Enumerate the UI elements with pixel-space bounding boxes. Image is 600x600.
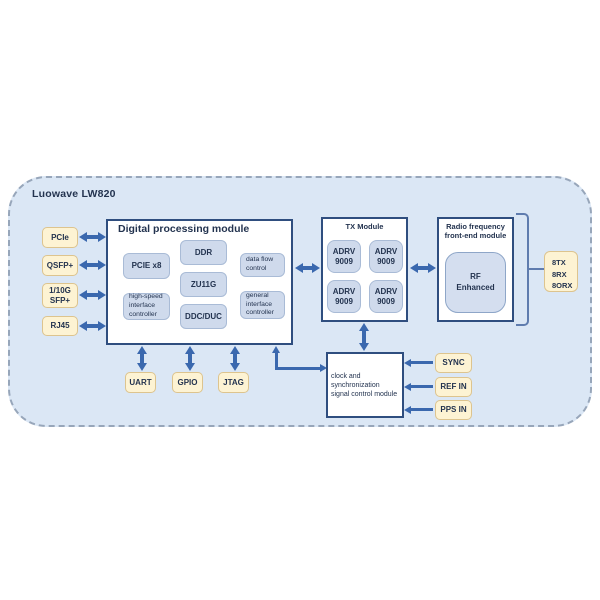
chip-adrv9009-4: ADRV 9009	[369, 280, 403, 313]
digital-tx-arrow-icon	[295, 263, 320, 273]
port-rf-channels: 8TX 8RX 8ORX	[544, 251, 578, 292]
rj45-arrow-icon	[79, 321, 106, 331]
tx-module-title: TX Module	[345, 222, 384, 231]
port-pcie: PCIe	[42, 227, 78, 248]
chip-general-interface-controller: general interface controller	[240, 291, 285, 319]
jtag-arrow-icon	[230, 346, 240, 371]
clock-sync-module	[326, 352, 404, 418]
chip-zu11g: ZU11G	[180, 272, 227, 297]
rf-port-8orx: 8ORX	[552, 281, 573, 290]
chip-high-speed-interface-controller: high-speed interface controller	[123, 293, 170, 320]
clock-sync-module-label: clock and synchronization signal control…	[331, 373, 398, 399]
port-gpio: GPIO	[172, 372, 203, 393]
port-rj45: RJ45	[42, 316, 78, 336]
chip-adrv9009-1: ADRV 9009	[327, 240, 361, 273]
rf-port-8tx: 8TX	[552, 258, 566, 267]
port-sync: SYNC	[435, 353, 472, 373]
chip-pcie-x8: PCIE x8	[123, 253, 170, 279]
port-qsfp: QSFP+	[42, 255, 78, 276]
refin-arrow-icon	[404, 382, 435, 391]
chip-ddc-duc: DDC/DUC	[180, 304, 227, 329]
tx-clock-arrow-icon	[359, 323, 369, 351]
uart-arrow-icon	[137, 346, 147, 371]
chip-adrv9009-2: ADRV 9009	[369, 240, 403, 273]
port-sfp: 1/10G SFP+	[42, 283, 78, 308]
ppsin-arrow-icon	[404, 405, 435, 414]
chip-ddr: DDR	[180, 240, 227, 265]
port-pps-in: PPS IN	[435, 400, 472, 420]
sfp-arrow-icon	[79, 290, 106, 300]
chip-data-flow-control: data flow control	[240, 253, 285, 277]
port-uart: UART	[125, 372, 156, 393]
diagram-title: Luowave LW820	[32, 188, 116, 200]
port-jtag: JTAG	[218, 372, 249, 393]
qsfp-arrow-icon	[79, 260, 106, 270]
chip-rf-enhanced: RF Enhanced	[445, 252, 506, 313]
chip-adrv9009-3: ADRV 9009	[327, 280, 361, 313]
rf-front-end-module-title: Radio frequency front-end module	[444, 222, 507, 241]
rf-ports-bracket-tick-icon	[529, 268, 544, 270]
port-ref-in: REF IN	[435, 377, 472, 397]
rf-port-8rx: 8RX	[552, 269, 567, 279]
sync-arrow-icon	[404, 358, 435, 367]
gpio-arrow-icon	[185, 346, 195, 371]
tx-rf-arrow-icon	[410, 263, 436, 273]
pcie-arrow-icon	[79, 232, 106, 242]
digital-processing-module-title: Digital processing module	[118, 223, 250, 235]
rf-ports-bracket-icon	[516, 213, 529, 326]
